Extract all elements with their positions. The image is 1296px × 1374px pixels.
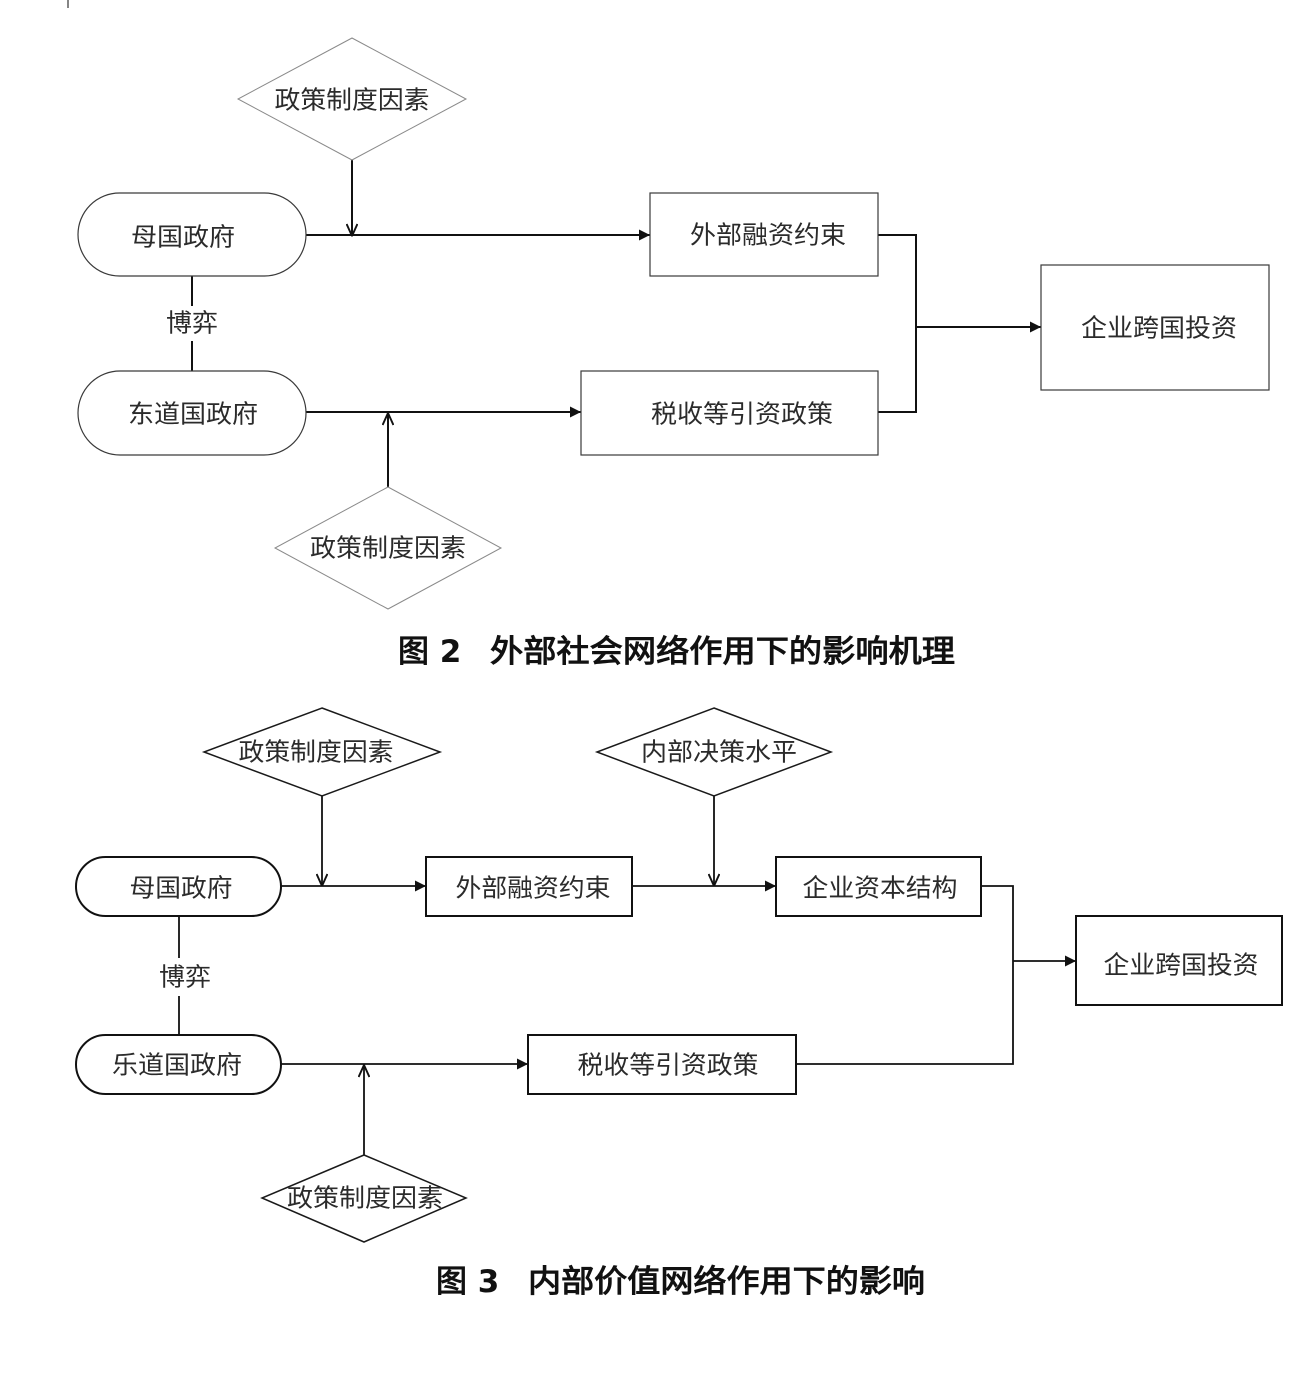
edge-merge-bracket <box>796 885 1014 1065</box>
rect-shape <box>649 192 879 277</box>
node-label: 政策制度因素 <box>287 1184 443 1213</box>
node-home-government: 母国政府 <box>77 192 307 277</box>
node-label: 政策制度因素 <box>310 534 466 563</box>
node-label: 外部融资约束 <box>690 221 846 250</box>
node-label: 东道国政府 <box>128 400 258 429</box>
pill-shape <box>77 370 307 456</box>
node-label: 母国政府 <box>130 874 233 903</box>
node-tax-investment-policy: 税收等引资政策 <box>527 1034 797 1095</box>
figure-2-title: 外部社会网络作用下的影响机理 <box>490 634 955 670</box>
node-host-government: 东道国政府 <box>77 370 307 456</box>
node-policy-factor-top: 政策制度因素 <box>236 37 468 161</box>
node-policy-factor-bottom: 政策制度因素 <box>260 1154 468 1243</box>
rect-shape <box>1075 915 1283 1006</box>
node-label: 税收等引资政策 <box>578 1051 759 1080</box>
diamond-shape <box>594 707 834 797</box>
diamond-shape <box>273 486 503 610</box>
figure-3-title: 内部价值网络作用下的影响 <box>528 1264 925 1300</box>
node-label: 内部决策水平 <box>641 738 797 767</box>
node-host-government: 乐道国政府 <box>75 1034 282 1095</box>
game-label: 博弈 <box>166 309 218 338</box>
node-tax-investment-policy: 税收等引资政策 <box>580 370 879 456</box>
node-external-financing-constraint: 外部融资约束 <box>649 192 879 277</box>
node-policy-factor-bottom: 政策制度因素 <box>273 486 503 610</box>
node-label: 乐道国政府 <box>112 1051 242 1080</box>
node-label: 企业资本结构 <box>803 874 958 903</box>
pill-shape <box>75 856 282 917</box>
node-label: 税收等引资政策 <box>651 400 833 429</box>
diamond-shape <box>260 1154 468 1243</box>
node-label: 企业跨国投资 <box>1104 951 1259 980</box>
figure-2-number: 图 2 <box>398 634 461 670</box>
rect-shape <box>527 1034 797 1095</box>
diamond-shape <box>201 707 443 797</box>
node-label: 母国政府 <box>131 223 235 252</box>
node-label: 政策制度因素 <box>275 86 430 115</box>
node-label: 企业跨国投资 <box>1081 314 1237 343</box>
node-label: 外部融资约束 <box>456 874 611 903</box>
node-label: 政策制度因素 <box>239 738 394 767</box>
node-cross-border-investment: 企业跨国投资 <box>1075 915 1283 1006</box>
figure-3: 政策制度因素 内部决策水平 母国政府 博弈 乐道国政府 外部融资约束 企业资本结… <box>75 707 1283 1300</box>
rect-shape <box>425 856 633 917</box>
figure-3-number: 图 3 <box>436 1264 499 1300</box>
node-external-financing-constraint: 外部融资约束 <box>425 856 633 917</box>
edge-merge-bracket <box>878 234 917 413</box>
rect-shape <box>580 370 879 456</box>
node-policy-factor-top: 政策制度因素 <box>201 707 443 797</box>
node-cross-border-investment: 企业跨国投资 <box>1040 264 1270 391</box>
pill-shape <box>75 1034 282 1095</box>
node-home-government: 母国政府 <box>75 856 282 917</box>
rect-shape <box>1040 264 1270 391</box>
pill-shape <box>77 192 307 277</box>
node-capital-structure: 企业资本结构 <box>775 856 982 917</box>
rect-shape <box>775 856 982 917</box>
diamond-shape <box>236 37 468 161</box>
game-label: 博弈 <box>159 963 211 992</box>
figure-2: 政策制度因素 母国政府 博弈 东道国政府 外部融资约束 税收等引资政策 企业跨国… <box>77 37 1270 670</box>
node-internal-decision-level: 内部决策水平 <box>594 707 834 797</box>
